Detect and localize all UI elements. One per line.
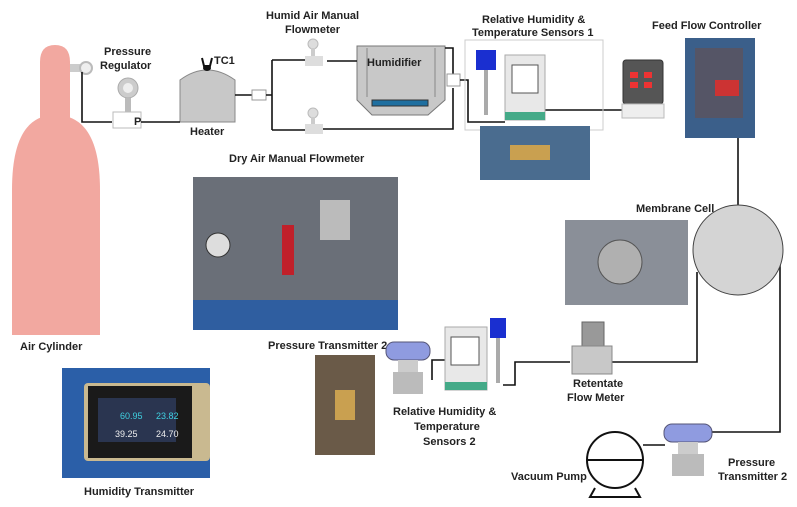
air-cylinder: [12, 45, 100, 335]
feed-flow-controller-photo: [685, 38, 755, 138]
retentate-flow-meter: [571, 321, 613, 375]
display-value-2: 23.82: [156, 411, 179, 421]
membrane-cell-label: Membrane Cell: [636, 203, 714, 215]
display-value-4: 24.70: [156, 429, 179, 439]
heater-label: Heater: [190, 126, 225, 138]
display-value-1: 60.95: [120, 411, 143, 421]
vacuum-pump: [586, 431, 644, 498]
rh-sensors-2-label-1: Relative Humidity &: [393, 406, 496, 418]
flow-controller-device: [621, 59, 665, 119]
piping: [81, 47, 781, 446]
retentate-label-2: Flow Meter: [567, 392, 625, 404]
pressure-transmitter-2-right: [663, 423, 713, 476]
membrane-cell: [692, 204, 784, 296]
rh-sensors-1-label-2: Temperature Sensors 1: [472, 27, 593, 39]
rh-sensors-2-label-3: Sensors 2: [423, 436, 476, 448]
pressure-transmitter-2-left: [385, 341, 431, 394]
setup-photo: [193, 177, 398, 330]
pressure-regulator-label-2: Regulator: [100, 60, 152, 72]
rh-sensors-1: [476, 50, 546, 121]
rh-sensors-2-label-2: Temperature: [414, 421, 480, 433]
rh-sensors-1-label-1: Relative Humidity &: [482, 14, 585, 26]
pressure-regulator-label-1: Pressure: [104, 46, 151, 58]
humid-air-flowmeter: [305, 38, 323, 66]
humidifier: [356, 45, 446, 116]
pressure-transmitter-photo: [315, 355, 375, 455]
pressure-transmitter-2-left-label: Pressure Transmitter 2: [268, 340, 387, 352]
feed-flow-controller-label: Feed Flow Controller: [652, 20, 762, 32]
retentate-label-1: Retentate: [573, 378, 623, 390]
rh-sensors-2: [444, 318, 506, 391]
dry-air-flowmeter: [305, 107, 323, 134]
vacuum-pump-label: Vacuum Pump: [511, 471, 587, 483]
humid-flowmeter-label-1: Humid Air Manual: [266, 10, 359, 22]
air-cylinder-label: Air Cylinder: [20, 341, 83, 353]
pressure-transmitter-2-right-label-1: Pressure: [728, 457, 775, 469]
regulator-port-label: P: [134, 116, 141, 128]
rh-sensor-photo: [480, 126, 590, 180]
heater: [179, 57, 236, 123]
pressure-transmitter-2-right-label-2: Transmitter 2: [718, 471, 787, 483]
humid-flowmeter-label-2: Flowmeter: [285, 24, 341, 36]
membrane-cell-photo: [565, 220, 688, 305]
humidifier-label: Humidifier: [367, 57, 422, 69]
dry-flowmeter-label: Dry Air Manual Flowmeter: [229, 153, 365, 165]
humidity-transmitter-label: Humidity Transmitter: [84, 486, 195, 498]
display-value-3: 39.25: [115, 429, 138, 439]
tc1-label: TC1: [214, 55, 235, 67]
pressure-regulator: [112, 77, 142, 129]
humidity-transmitter-photo: 60.95 23.82 39.25 24.70: [62, 368, 210, 478]
